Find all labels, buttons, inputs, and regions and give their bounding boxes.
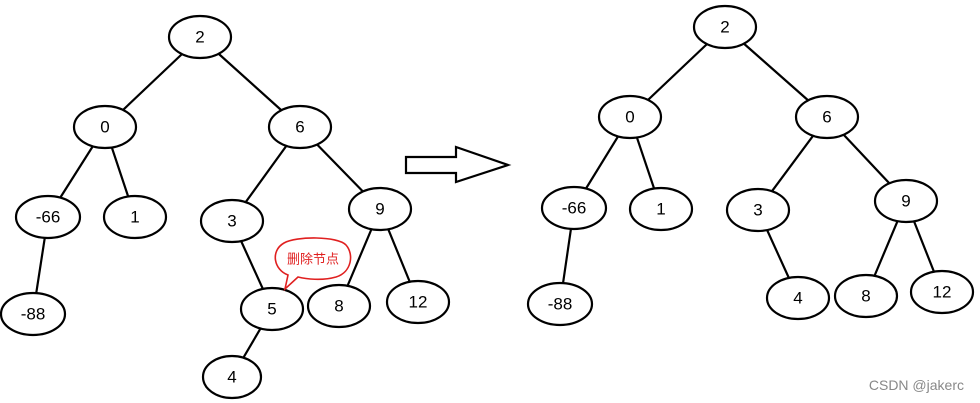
before-node-ellipse <box>239 286 305 332</box>
before-node-ellipse <box>14 194 82 240</box>
before-node-6: 6 <box>267 104 333 150</box>
before-node--66: -66 <box>14 194 82 240</box>
after-node-ellipse <box>873 178 939 224</box>
after-node-3: 3 <box>725 187 791 233</box>
before-node-ellipse <box>72 104 138 150</box>
before-node-12: 12 <box>385 279 451 325</box>
after-node-2: 2 <box>692 4 758 50</box>
after-node-ellipse <box>526 281 594 327</box>
edges-layer <box>31 26 944 378</box>
watermark: CSDN @jakerc <box>869 377 964 393</box>
after-node-ellipse <box>692 4 758 50</box>
after-node-label: 3 <box>753 201 762 220</box>
before-node-ellipse <box>347 186 413 232</box>
callout-bubble <box>274 237 352 292</box>
before-node-label: 2 <box>195 28 204 47</box>
nodes-layer: 2 0 6 -66 1 3 9 -88 5 8 12 4 2 0 6 -66 1 3 9 -88 4 8 12 <box>0 4 975 400</box>
before-node-ellipse <box>385 279 451 325</box>
after-node-label: 9 <box>901 192 910 211</box>
after-node--88: -88 <box>526 281 594 327</box>
after-node-ellipse <box>725 187 791 233</box>
before-node-1: 1 <box>102 194 168 240</box>
before-node-label: 5 <box>267 300 276 319</box>
before-node-0: 0 <box>72 104 138 150</box>
after-node-ellipse <box>833 273 899 319</box>
before-node-2: 2 <box>167 14 233 60</box>
delete-node-callout: 删除节点 <box>274 237 352 292</box>
before-node-label: 8 <box>334 297 343 316</box>
after-node-0: 0 <box>597 94 663 140</box>
before-node-ellipse <box>267 104 333 150</box>
right-arrow-icon <box>404 145 512 184</box>
before-node-9: 9 <box>347 186 413 232</box>
after-node-label: 4 <box>793 289 802 308</box>
before-node-label: 12 <box>409 293 428 312</box>
before-node-label: 1 <box>130 208 139 227</box>
before-node-ellipse <box>306 283 372 329</box>
after-node-label: -66 <box>562 199 587 218</box>
before-node-5: 5 <box>239 286 305 332</box>
after-node-ellipse <box>794 94 860 140</box>
before-node-4: 4 <box>201 354 263 400</box>
before-node-label: -88 <box>21 305 46 324</box>
before-node-3: 3 <box>199 198 265 244</box>
before-node-label: 9 <box>375 200 384 219</box>
before-node-ellipse <box>201 354 263 400</box>
after-node-ellipse <box>909 269 975 315</box>
after-node-8: 8 <box>833 273 899 319</box>
after-node-label: 6 <box>822 108 831 127</box>
before-node-ellipse <box>102 194 168 240</box>
after-node-label: -88 <box>548 295 573 314</box>
before-node-label: 3 <box>227 212 236 231</box>
before-node-label: 6 <box>295 118 304 137</box>
after-node-ellipse <box>765 275 831 321</box>
after-node-4: 4 <box>765 275 831 321</box>
after-node-label: 1 <box>656 200 665 219</box>
after-node-label: 2 <box>720 18 729 37</box>
after-node-label: 0 <box>625 108 634 127</box>
after-node-1: 1 <box>628 186 694 232</box>
before-node-ellipse <box>0 291 67 337</box>
callout-text: 删除节点 <box>287 253 339 268</box>
after-node-12: 12 <box>909 269 975 315</box>
before-node-ellipse <box>167 14 233 60</box>
before-node-label: 0 <box>100 118 109 137</box>
after-node-9: 9 <box>873 178 939 224</box>
after-node-6: 6 <box>794 94 860 140</box>
after-node-ellipse <box>540 185 608 231</box>
before-node-label: -66 <box>36 208 61 227</box>
before-node-8: 8 <box>306 283 372 329</box>
before-node-ellipse <box>199 198 265 244</box>
after-node--66: -66 <box>540 185 608 231</box>
after-node-label: 8 <box>861 287 870 306</box>
before-node--88: -88 <box>0 291 67 337</box>
after-node-ellipse <box>628 186 694 232</box>
after-node-label: 12 <box>933 283 952 302</box>
before-node-label: 4 <box>227 368 236 387</box>
after-node-ellipse <box>597 94 663 140</box>
